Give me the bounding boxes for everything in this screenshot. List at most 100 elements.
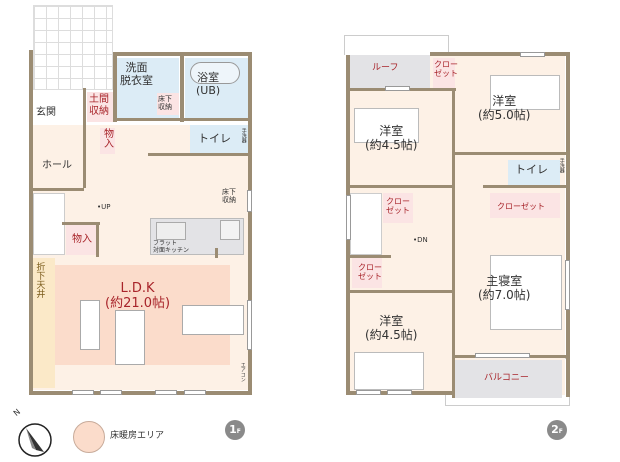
ldk-label-line1: L.D.K [120, 281, 155, 296]
sofa [115, 310, 145, 365]
balcony-area [452, 360, 562, 398]
bed [490, 255, 562, 330]
closet-c-floor [490, 193, 560, 218]
closet-a-label: クロー ゼット [434, 60, 458, 78]
western-room-5-label: 洋室 (約5.0帖) [478, 94, 531, 123]
bed [354, 352, 424, 390]
wall [346, 185, 454, 188]
washroom-label-line2: 脱衣室 [120, 73, 153, 87]
closet-top-floor [100, 128, 115, 154]
window [356, 390, 381, 395]
roof-label: ルーフ [372, 63, 399, 73]
western-room-45b-label-line2: (約4.5帖) [365, 327, 418, 342]
closet-a-label-line2: ゼット [434, 69, 458, 79]
wall [215, 248, 218, 258]
toilet-2f-floor [508, 160, 560, 185]
window [385, 86, 410, 91]
low-ceiling-label: 折下天井 [34, 262, 45, 298]
window [100, 390, 122, 395]
floor-badge-1f: 1F [225, 420, 245, 440]
entrance-label: 玄関 [36, 107, 56, 118]
wall [346, 255, 391, 258]
wall [483, 185, 570, 188]
window [475, 353, 530, 358]
underfloor-storage2-label-line1: 床下 [222, 188, 236, 196]
kitchen-label: フラット 対面キッチン [153, 240, 190, 255]
ldk-label: L.D.K (約21.0帖) [105, 281, 171, 312]
stairs-down-label: •DN [413, 236, 428, 244]
western-room-5-label-line2: (約5.0帖) [478, 107, 531, 122]
bathroom-label: 浴室 (UB) [196, 71, 220, 97]
western-room-5-label-line1: 洋室 [492, 94, 517, 108]
compass-icon [18, 423, 52, 457]
bathtub [190, 62, 240, 84]
washroom-label: 洗面 脱衣室 [120, 61, 153, 87]
stairs-1f [33, 193, 65, 255]
floor-badge-2f: 2F [547, 420, 567, 440]
doma-storage-label-line1: 土間 [89, 94, 109, 105]
wall [430, 52, 570, 56]
floor-heating-legend-label: 床暖房エリア [110, 431, 165, 441]
western-room-45a-label: 洋室 (約4.5帖) [365, 124, 418, 153]
closet-c-label: クローゼット [497, 202, 545, 211]
bathroom-label-line1: 浴室 [197, 71, 220, 84]
kitchen-label-line2: 対面キッチン [153, 246, 190, 254]
western-room-45b-label-line1: 洋室 [379, 314, 404, 328]
kitchen-stove [220, 220, 240, 240]
wall [96, 222, 99, 257]
floor-badge-num: 1 [229, 423, 237, 436]
floor-badge-suffix: F [236, 428, 241, 435]
wall [62, 222, 100, 225]
closet-top-label: 物入 [101, 128, 113, 148]
window [184, 390, 206, 395]
floor-badge-suffix: F [558, 428, 563, 435]
window [387, 390, 412, 395]
stairs-2f [350, 193, 382, 255]
wall [566, 52, 570, 397]
wall [452, 152, 570, 155]
closet-b-label-line2: ゼット [386, 206, 410, 216]
closet-d-label-line2: ゼット [358, 272, 382, 282]
wall [29, 50, 33, 395]
master-bedroom-label-line1: 主寝室 [486, 274, 523, 288]
ldk-label-line2: (約21.0帖) [105, 295, 171, 311]
underfloor-storage-label-line2: 収納 [158, 103, 172, 112]
underfloor-storage-floor [157, 93, 179, 115]
western-room-45b-label: 洋室 (約4.5帖) [365, 314, 418, 343]
closet-d-floor [352, 258, 382, 288]
floor-heating-swatch [73, 421, 105, 453]
western-room-45a-label-line2: (約4.5帖) [365, 137, 418, 152]
underfloor-storage-label-line1: 床下 [158, 95, 172, 103]
wall [346, 55, 350, 59]
floor-badge-num: 2 [551, 423, 559, 436]
window [155, 390, 177, 395]
master-bedroom-label-line2: (約7.0帖) [478, 287, 531, 302]
stairs-up-label: •UP [97, 203, 111, 211]
wall [29, 391, 252, 395]
window [346, 195, 351, 240]
toilet-sink-label: 手洗器 [240, 128, 247, 143]
wall [29, 188, 84, 191]
roof-area [350, 55, 430, 88]
window [247, 190, 252, 212]
down-label: DN [417, 236, 428, 244]
washroom-label-line1: 洗面 [125, 61, 148, 74]
wall [452, 88, 455, 398]
porch-tiles [33, 5, 113, 90]
closet-b-label-line1: クロー [386, 197, 410, 206]
closet-stairs-label: 物入 [72, 234, 92, 245]
closet-a-label-line1: クロー [434, 60, 458, 69]
wall [83, 88, 86, 188]
toilet-floor [190, 125, 248, 153]
coffee-table [80, 300, 100, 350]
low-ceiling-zone [33, 258, 55, 388]
roof-outline [344, 35, 449, 55]
toilet-label: トイレ [198, 132, 231, 145]
bed [354, 108, 419, 143]
kitchen-label-line1: フラット [153, 240, 178, 247]
kitchen-sink [156, 222, 186, 240]
wall [180, 52, 184, 122]
underfloor-storage2-label-line2: 収納 [222, 196, 236, 205]
toilet-2f-label: トイレ [515, 163, 548, 176]
closet-b-label: クロー ゼット [386, 197, 410, 215]
